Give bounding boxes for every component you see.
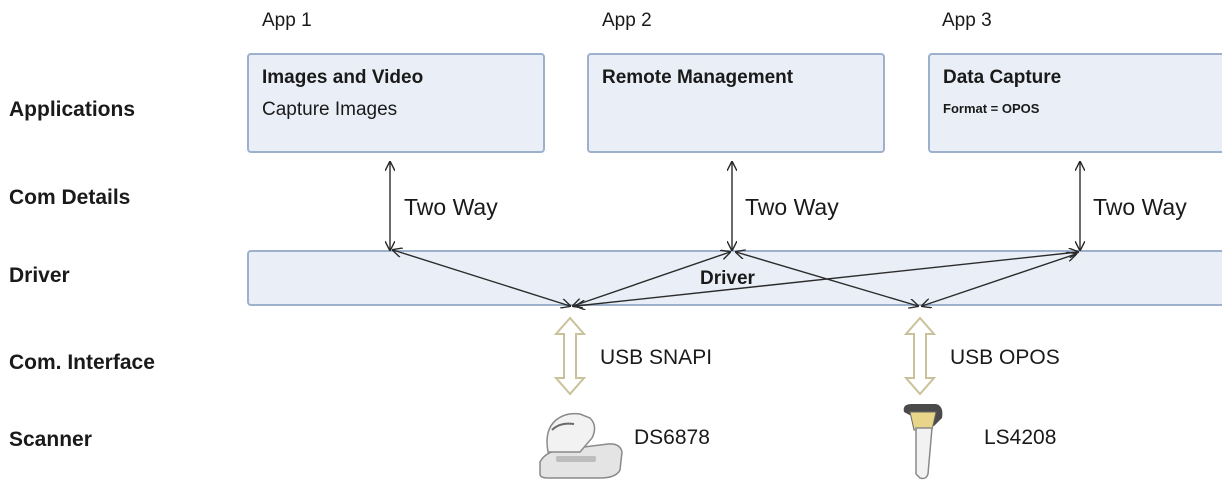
driver-link-app2-opos	[736, 252, 918, 306]
com-detail-1-label: Two Way	[404, 194, 498, 220]
app-3-box: Data Capture Format = OPOS	[928, 53, 1222, 153]
app-1-subtitle: Capture Images	[262, 99, 398, 120]
app-2-label: App 2	[602, 10, 652, 31]
row-label-scanner: Scanner	[9, 428, 92, 451]
handheld-scanner-icon	[903, 404, 943, 480]
app-2-title: Remote Management	[602, 67, 794, 88]
usb-snapi-arrow	[553, 316, 587, 396]
app-3-subtitle: Format = OPOS	[943, 101, 1040, 116]
usb-opos-arrow	[903, 316, 937, 396]
com-detail-2-label: Two Way	[745, 194, 839, 220]
cordless-scanner-icon	[539, 412, 623, 479]
row-label-driver: Driver	[9, 264, 70, 287]
com-detail-3-label: Two Way	[1093, 194, 1187, 220]
row-label-com-interface: Com. Interface	[9, 351, 155, 374]
row-label-com-details: Com Details	[9, 186, 131, 209]
app-1-box: Images and Video Capture Images	[247, 53, 545, 153]
driver-link-app1-snapi	[393, 250, 570, 306]
app-1-label: App 1	[262, 10, 312, 31]
app-1-title: Images and Video	[262, 67, 424, 88]
scanner-ls4208-label: LS4208	[984, 426, 1057, 449]
app-3-title: Data Capture	[943, 67, 1062, 88]
interface-opos-label: USB OPOS	[950, 346, 1060, 369]
scanner-ds6878-label: DS6878	[634, 426, 710, 449]
interface-snapi-label: USB SNAPI	[600, 346, 713, 369]
app-2-box: Remote Management	[587, 53, 885, 153]
app-3-label: App 3	[942, 10, 992, 31]
driver-link-app3-opos	[922, 254, 1076, 306]
row-label-applications: Applications	[9, 98, 136, 121]
